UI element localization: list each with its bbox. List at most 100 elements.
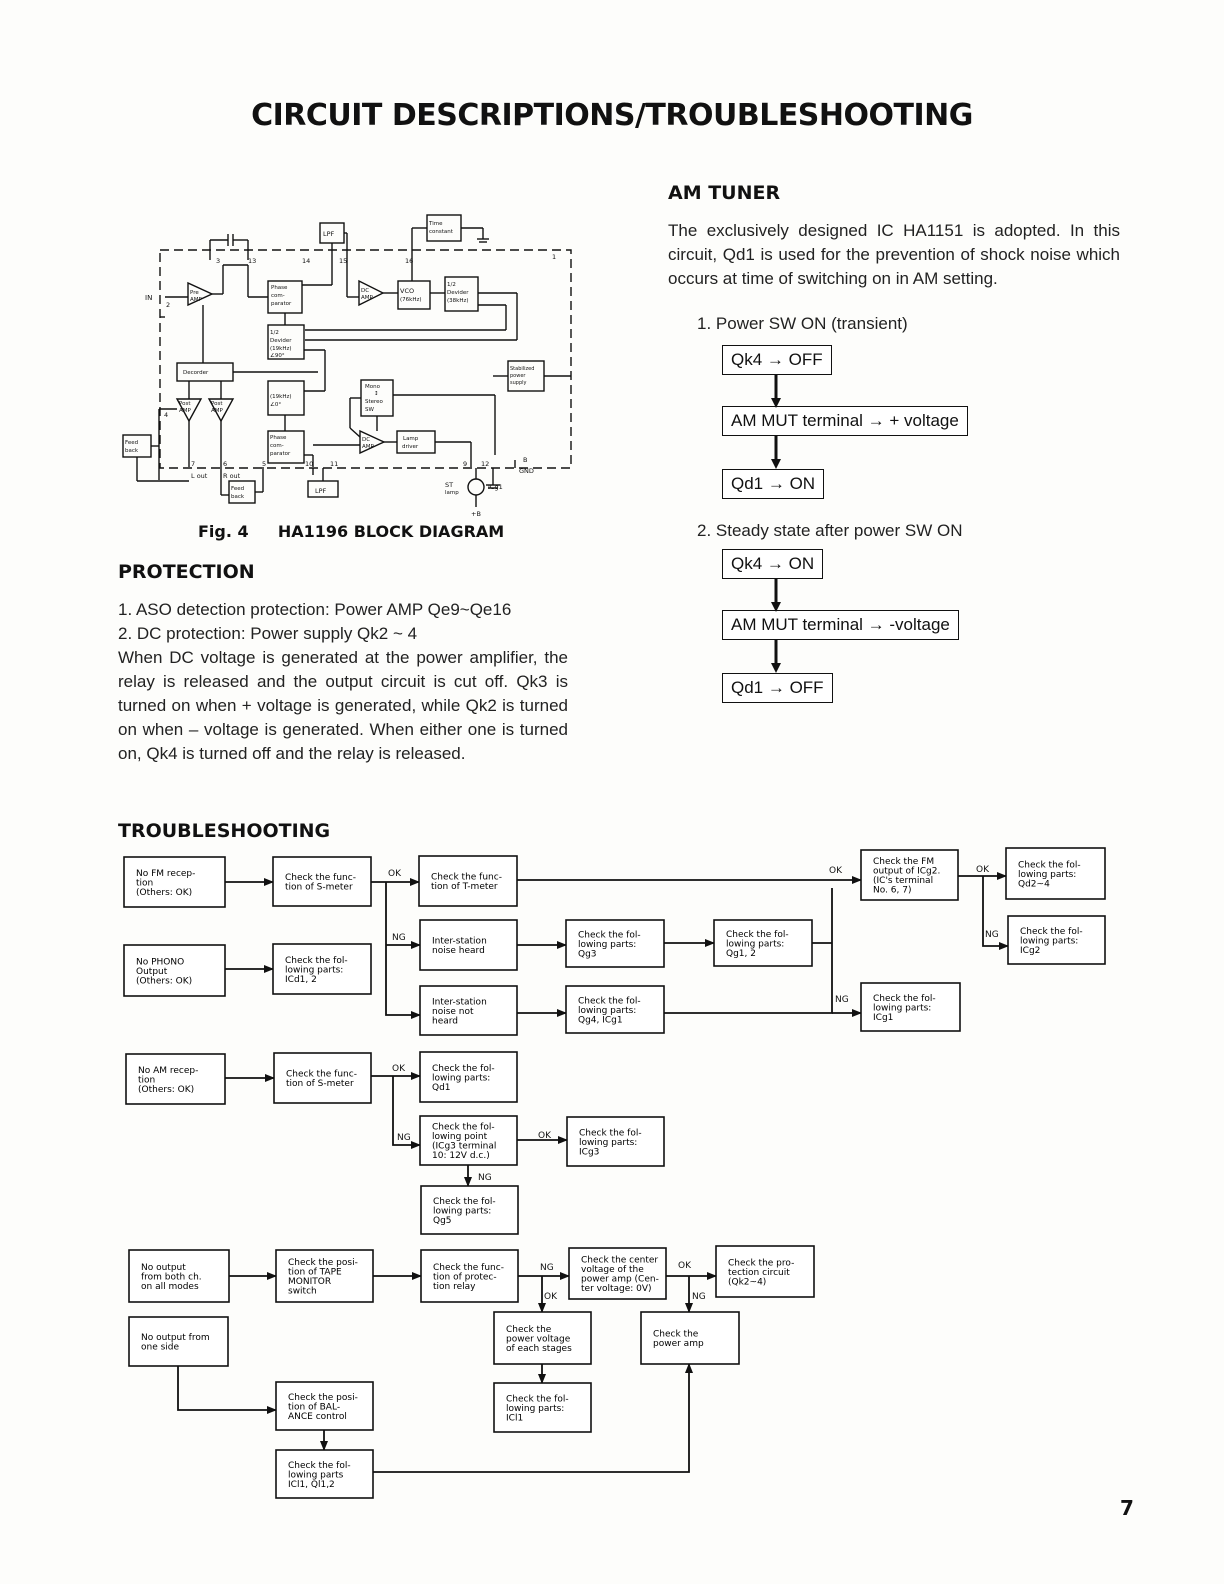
flow-label-ng: NG — [392, 933, 406, 943]
flow-box-line: Check the pro- — [728, 1258, 794, 1268]
flow-box-line: ICd1, 2 — [285, 975, 317, 985]
flow-box-line: No. 6, 7) — [873, 886, 912, 896]
svg-text:13: 13 — [248, 257, 256, 265]
flow-box-line: lowing parts: — [578, 940, 636, 950]
flow-box-phono-icd: Check the fol-lowing parts:ICd1, 2 — [272, 943, 372, 995]
svg-text:VCO: VCO — [400, 287, 414, 295]
flow-box-line: ICg2 — [1020, 946, 1040, 956]
flow-box-line: tion of BAL- — [288, 1402, 340, 1412]
flow-box-line: (Others: OK) — [136, 888, 192, 898]
svg-text:Devider: Devider — [270, 338, 292, 344]
svg-text:12: 12 — [481, 460, 489, 468]
svg-text:DC: DC — [362, 437, 370, 443]
svg-text:DC: DC — [361, 288, 369, 294]
flow-box-line: tion of S-meter — [286, 1079, 354, 1089]
step-2-label: 2. Steady state after power SW ON — [697, 521, 963, 540]
protection-text: 1. ASO detection protection: Power AMP Q… — [118, 598, 568, 766]
flow-box-line: Check the fol- — [288, 1461, 351, 1471]
svg-text:1: 1 — [552, 253, 556, 261]
svg-text:lamp: lamp — [445, 490, 459, 496]
svg-text:parator: parator — [270, 451, 291, 457]
svg-text:Time: Time — [428, 221, 443, 227]
am-step-arrows — [771, 375, 781, 673]
svg-text:11: 11 — [330, 460, 338, 468]
flow-box-line: Inter-station — [432, 997, 487, 1007]
flow-box-line: Inter-station — [432, 937, 487, 947]
svg-text:Devider: Devider — [447, 290, 469, 296]
flow-box-line: ICl1, Ql1,2 — [288, 1480, 335, 1490]
flow-box-line: Check the fol- — [578, 996, 641, 1006]
flow-box-fm-qg3: Check the fol-lowing parts:Qg3 — [565, 919, 665, 968]
svg-text:R out: R out — [223, 472, 241, 480]
flow-box-line: MONITOR — [288, 1277, 331, 1287]
svg-text:15: 15 — [339, 257, 347, 265]
flow-box-line: heard — [432, 1016, 458, 1026]
svg-text:(76kHz): (76kHz) — [400, 297, 422, 303]
flow-label-ng: NG — [540, 1263, 554, 1273]
svg-text:constant: constant — [429, 229, 454, 235]
svg-text:Lamp: Lamp — [403, 436, 419, 442]
protection-item-1: 1. ASO detection protection: Power AMP Q… — [118, 600, 512, 619]
svg-text:IN: IN — [145, 294, 152, 302]
flow-box-line: tion of protec- — [433, 1272, 497, 1282]
flow-box-line: tion relay — [433, 1282, 476, 1292]
flow-box-am-qg5: Check the fol-lowing parts:Qg5 — [420, 1185, 519, 1235]
svg-text:1/2: 1/2 — [270, 330, 279, 336]
svg-text:5: 5 — [262, 460, 266, 468]
flow-box-fm-qd2: Check the fol-lowing parts:Qd2~4 — [1005, 847, 1106, 900]
flow-box-line: from both ch. — [141, 1272, 202, 1282]
flow-box-out-ici1: Check the fol-lowing parts:ICl1 — [493, 1382, 592, 1433]
svg-text:Phase: Phase — [271, 285, 288, 291]
svg-text:supply: supply — [510, 380, 527, 386]
flow-box-line: No PHONO — [136, 957, 184, 967]
step2-box-2: AM MUT terminal → -voltage — [722, 610, 959, 640]
step2-box-1: Qk4 → ON — [722, 549, 824, 579]
flow-box-line: lowing parts: — [579, 1138, 637, 1148]
flow-label-ng: NG — [835, 995, 849, 1005]
flow-box-line: Qd2~4 — [1018, 879, 1050, 889]
flow-box-line: Check the center — [581, 1256, 658, 1266]
flow-box-line: No AM recep- — [138, 1066, 198, 1076]
flow-box-line: Check the fol- — [726, 930, 789, 940]
svg-text:10: 10 — [305, 460, 313, 468]
flow-box-line: lowing parts: — [726, 939, 784, 949]
am-tuner-heading: AM TUNER — [668, 182, 781, 204]
flow-box-line: tion of T-meter — [431, 882, 498, 892]
flow-box-line: Check the fol- — [579, 1128, 642, 1138]
flow-box-line: (Qk2~4) — [728, 1277, 766, 1287]
flow-box-line: ICg1 — [873, 1013, 893, 1023]
flow-box-line: (IC's terminal — [873, 876, 933, 886]
flow-box-line: Qg3 — [578, 949, 597, 959]
svg-text:↕: ↕ — [374, 390, 379, 397]
svg-text:AMP: AMP — [362, 444, 375, 450]
flow-box-fm-tmeter: Check the func-tion of T-meter — [418, 855, 518, 907]
flow-box-line: lowing parts: — [1020, 936, 1078, 946]
svg-text:Post: Post — [179, 401, 191, 407]
flow-box-line: Qg4, ICg1 — [578, 1015, 623, 1025]
svg-text:AMP: AMP — [361, 295, 374, 301]
svg-text:GND: GND — [519, 467, 534, 475]
flow-box-line: Check the func- — [285, 873, 356, 883]
flow-box-line: on all modes — [141, 1282, 199, 1292]
svg-text:Pre: Pre — [190, 290, 199, 296]
flow-box-line: lowing parts: — [432, 1073, 490, 1083]
svg-text:Post: Post — [211, 401, 223, 407]
flow-box-line: lowing point — [432, 1132, 488, 1142]
flow-box-out-relay: Check the func-tion of protec-tion relay — [420, 1249, 519, 1303]
svg-text:parator: parator — [271, 301, 292, 307]
flow-box-line: lowing parts: — [578, 1006, 636, 1016]
bd-lpf-label: LPF — [323, 230, 335, 238]
flow-label-ok: OK — [976, 865, 990, 875]
flow-box-line: lowing parts: — [1018, 870, 1076, 880]
flow-box-am-smeter: Check the func-tion of S-meter — [273, 1052, 372, 1104]
flow-label-ng: NG — [478, 1173, 492, 1183]
flow-box-line: Qd1 — [432, 1083, 451, 1093]
flow-label-ok: OK — [544, 1292, 558, 1302]
flow-box-line: noise not — [432, 1007, 474, 1017]
